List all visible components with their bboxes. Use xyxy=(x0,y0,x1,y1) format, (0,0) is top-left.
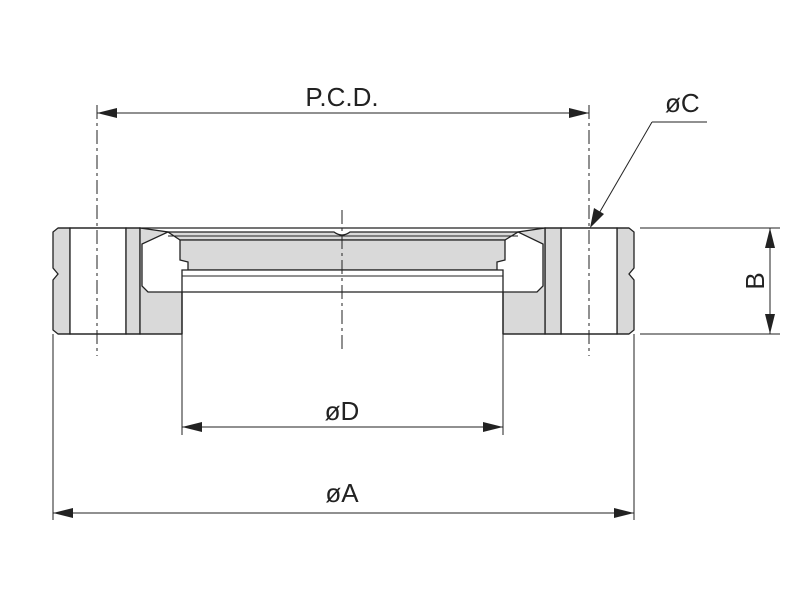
c-leader-diagonal xyxy=(593,121,653,223)
dimension-b: B xyxy=(640,227,780,335)
flange-right-hub xyxy=(544,227,562,335)
dimension-d: øD xyxy=(181,334,504,435)
flange-right-rim xyxy=(616,227,635,335)
b-label: B xyxy=(740,272,770,289)
c-leader-arrow xyxy=(590,208,604,228)
d-arrow-left xyxy=(182,422,202,432)
a-arrow-left xyxy=(53,508,73,518)
dimension-a: øA xyxy=(52,334,635,520)
b-arrow-bottom xyxy=(765,314,775,334)
d-arrow-right xyxy=(483,422,503,432)
flange-left-body xyxy=(69,227,127,335)
dimension-pcd: P.C.D. xyxy=(97,82,589,118)
pcd-arrow-right xyxy=(569,108,589,118)
pcd-label: P.C.D. xyxy=(305,82,378,112)
flange-right-inner xyxy=(502,227,546,335)
flange-left-rim xyxy=(52,227,71,335)
c-label: øC xyxy=(665,88,700,118)
flange-left-hub xyxy=(125,227,141,335)
dimension-c: øC xyxy=(590,88,707,228)
b-arrow-top xyxy=(765,228,775,248)
a-label: øA xyxy=(325,478,359,508)
d-label: øD xyxy=(325,396,360,426)
pcd-arrow-left xyxy=(97,108,117,118)
flange-left-inner xyxy=(139,227,183,335)
a-arrow-right xyxy=(614,508,634,518)
flange-section xyxy=(52,227,635,335)
